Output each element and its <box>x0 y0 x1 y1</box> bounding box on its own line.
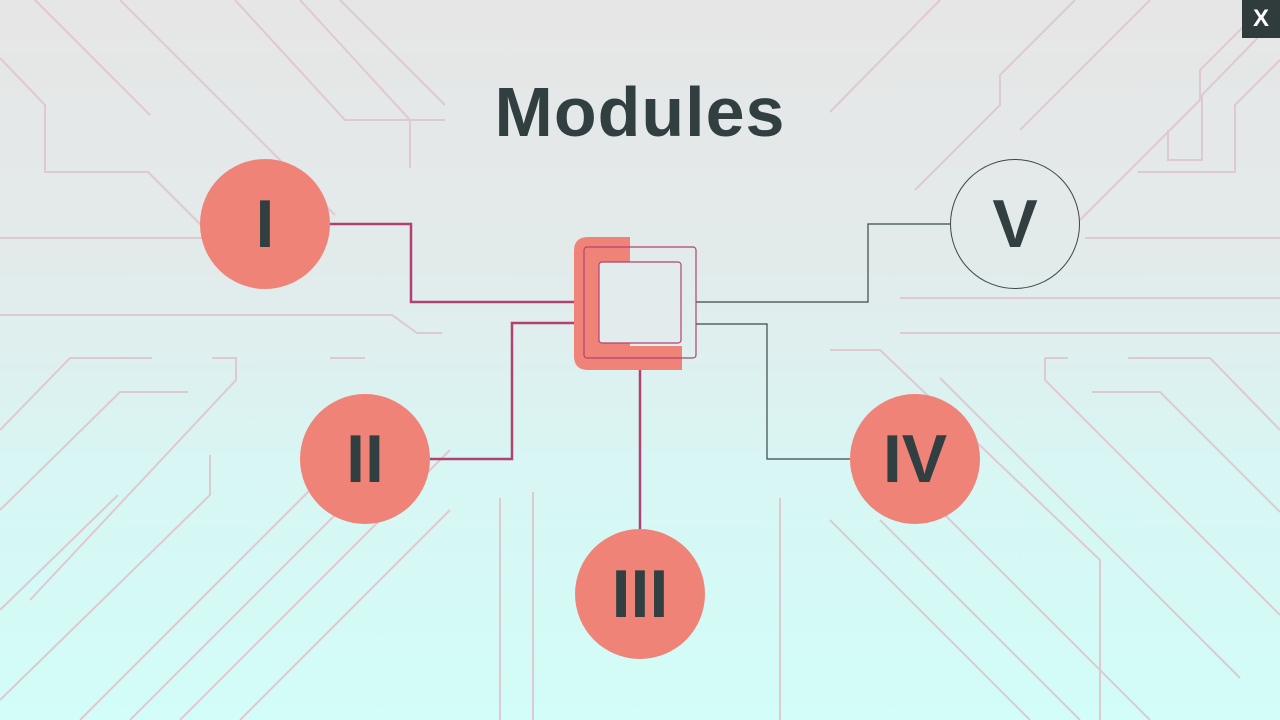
central-chip-hub <box>574 237 697 370</box>
connector-module-iv <box>696 323 850 460</box>
connector-module-v <box>696 223 950 303</box>
module-ii-button[interactable]: II <box>300 394 430 524</box>
module-connectors <box>330 222 950 529</box>
module-v-label: V <box>992 186 1038 262</box>
module-v-button[interactable]: V <box>950 159 1080 289</box>
chip-icon <box>598 261 682 344</box>
page-title: Modules <box>494 73 786 151</box>
connector-module-ii <box>430 321 584 461</box>
module-i-button[interactable]: I <box>200 159 330 289</box>
module-iii-label: III <box>611 556 669 632</box>
module-i-label: I <box>255 186 275 262</box>
module-iv-label: IV <box>882 421 948 497</box>
close-button[interactable]: X <box>1242 0 1280 38</box>
module-ii-label: II <box>346 421 384 497</box>
module-iv-button[interactable]: IV <box>850 394 980 524</box>
module-iii-button[interactable]: III <box>575 529 705 659</box>
chip-outer-frame <box>583 246 697 359</box>
connector-module-i <box>330 222 584 304</box>
